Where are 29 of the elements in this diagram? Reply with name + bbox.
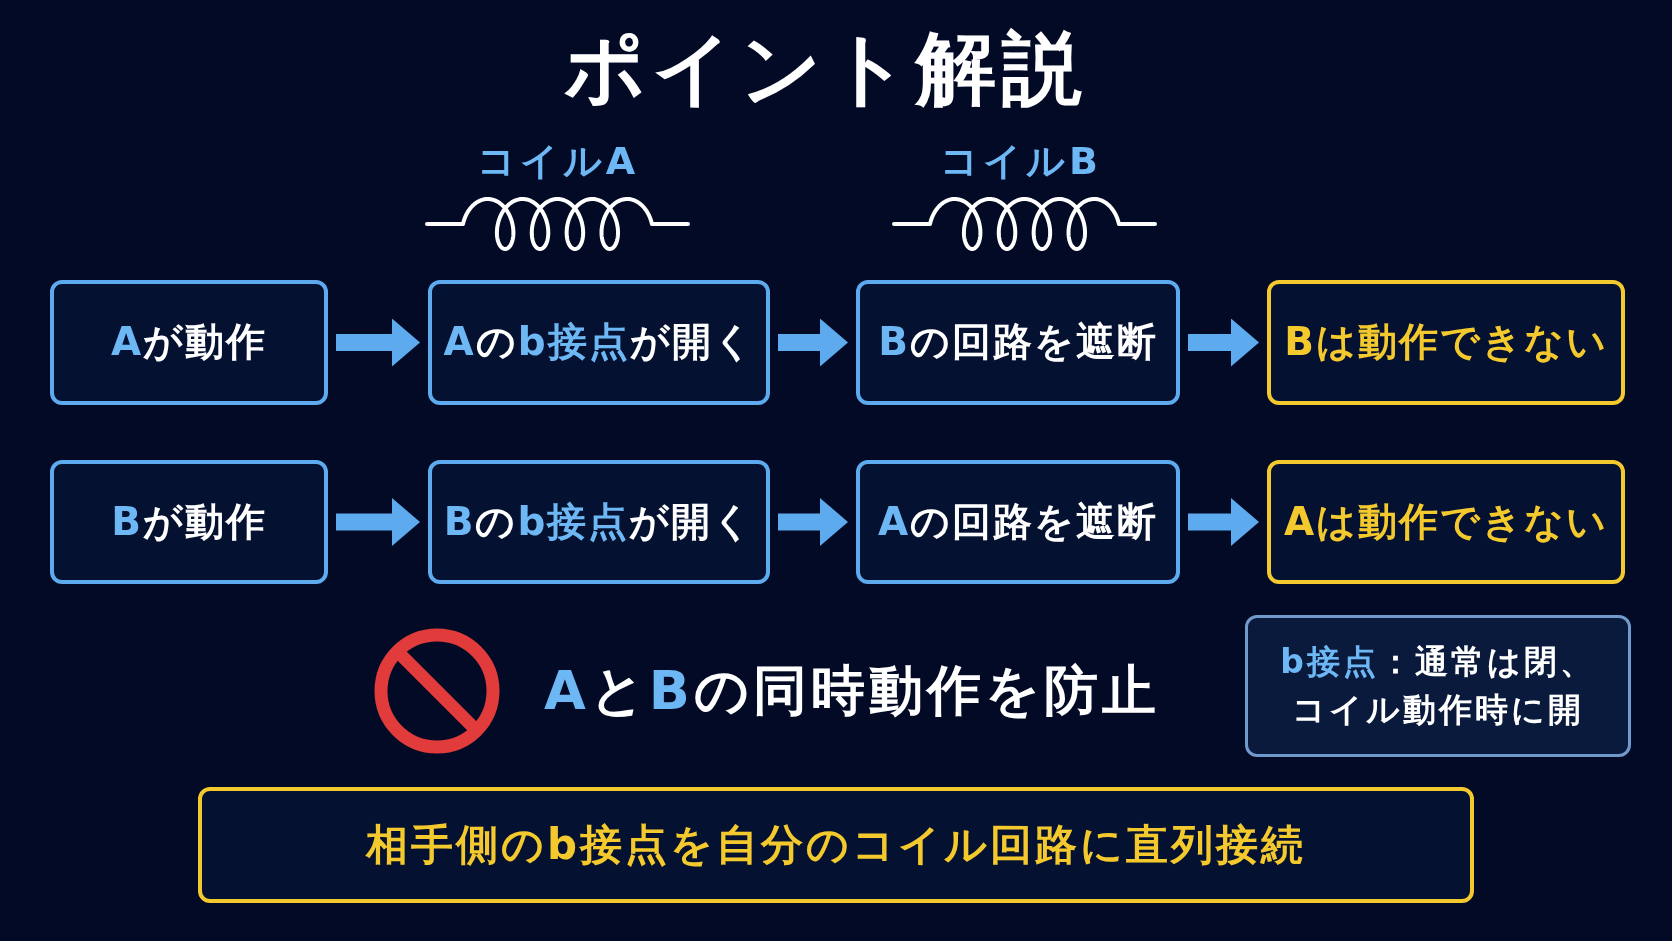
step-text: Bの回路を遮断 bbox=[878, 319, 1158, 366]
step-box bbox=[428, 460, 770, 584]
banner-box bbox=[198, 787, 1474, 903]
arrow bbox=[778, 318, 848, 367]
banner-text: 相手側のb接点を自分のコイル回路に直列接続 bbox=[365, 819, 1307, 871]
step-text: Bのb接点が開く bbox=[443, 498, 755, 546]
step-box bbox=[856, 280, 1180, 405]
note-box bbox=[1245, 615, 1631, 757]
step-box bbox=[856, 460, 1180, 584]
arrow bbox=[1188, 498, 1259, 546]
step-text: Aの回路を遮断 bbox=[877, 498, 1159, 546]
result-text: Aは動作できない bbox=[1283, 498, 1609, 546]
step-box bbox=[50, 280, 328, 405]
step-text: Aが動作 bbox=[110, 319, 268, 366]
title: ポイント解説 bbox=[564, 23, 1088, 115]
step-box bbox=[50, 460, 328, 584]
step-text: Aのb接点が開く bbox=[443, 319, 755, 366]
result-text: Bは動作できない bbox=[1284, 319, 1608, 366]
step-box bbox=[428, 280, 770, 405]
arrow bbox=[778, 498, 848, 546]
coil-label: コイルB bbox=[940, 140, 1102, 184]
step-text: Bが動作 bbox=[111, 498, 267, 546]
arrow bbox=[336, 318, 420, 367]
result-box bbox=[1267, 460, 1625, 584]
arrow bbox=[1188, 318, 1259, 367]
result-box bbox=[1267, 280, 1625, 405]
coil-label: コイルA bbox=[476, 140, 640, 184]
note-text: b接点：通常は閉、コイル動作時に開 bbox=[1279, 641, 1597, 731]
arrow bbox=[336, 498, 420, 546]
